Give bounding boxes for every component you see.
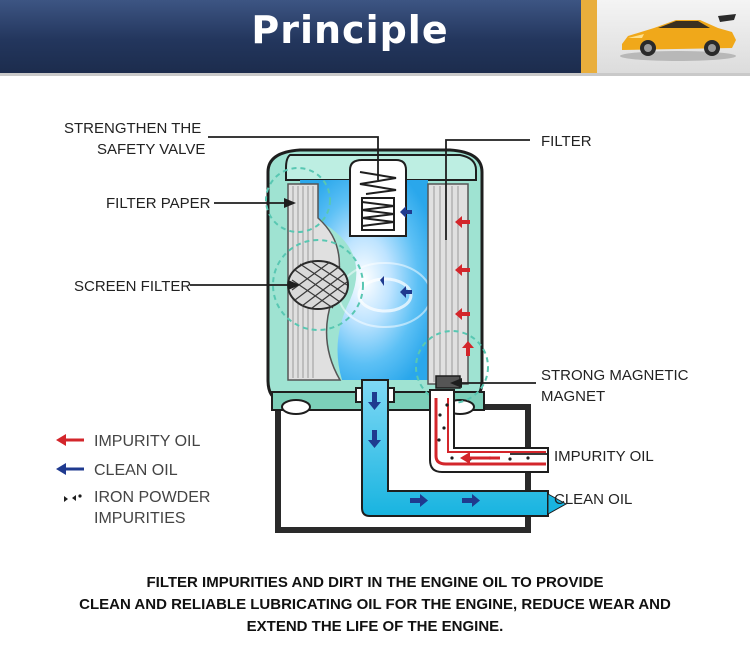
label-magnetic-2: MAGNET <box>541 388 605 405</box>
svg-text:CLEAN OIL: CLEAN OIL <box>94 462 178 479</box>
label-filter: FILTER <box>541 133 592 150</box>
label-clean-oil: CLEAN OIL <box>554 491 632 508</box>
header-banner: Principle <box>0 0 750 76</box>
label-screen-filter: SCREEN FILTER <box>74 278 191 295</box>
legend: IMPURITY OIL CLEAN OIL IRON POWDER IMPUR… <box>56 433 210 527</box>
filter-paper-right <box>427 183 469 385</box>
safety-valve <box>349 159 407 237</box>
impurity-oil-arrows <box>455 216 474 356</box>
screen-filter-mesh <box>287 260 349 310</box>
svg-text:IRON POWDER: IRON POWDER <box>94 489 210 506</box>
caption-line-2: CLEAN AND RELIABLE LUBRICATING OIL FOR T… <box>79 596 671 613</box>
leader-lines <box>190 136 548 455</box>
label-impurity-oil: IMPURITY OIL <box>554 448 654 465</box>
label-safety-valve-2: SAFETY VALVE <box>97 141 205 158</box>
clean-oil-pipe <box>361 379 549 517</box>
legend-iron-powder: IRON POWDER IMPURITIES <box>64 489 210 527</box>
clean-oil-arrows <box>368 206 480 507</box>
header-accent-stripe <box>581 0 601 73</box>
caption-line-3: EXTEND THE LIFE OF THE ENGINE. <box>246 618 504 635</box>
outlet-arrows <box>460 452 568 515</box>
caption-line-1: FILTER IMPURITIES AND DIRT IN THE ENGINE… <box>146 574 604 591</box>
legend-clean-oil: CLEAN OIL <box>56 462 178 479</box>
header-divider <box>0 73 750 76</box>
svg-text:IMPURITIES: IMPURITIES <box>94 510 186 527</box>
legend-impurity-oil: IMPURITY OIL <box>56 433 200 450</box>
svg-text:IMPURITY OIL: IMPURITY OIL <box>94 433 200 450</box>
label-filter-paper: FILTER PAPER <box>106 195 211 212</box>
label-magnetic-1: STRONG MAGNETIC <box>541 367 689 384</box>
sports-car-icon <box>620 14 736 61</box>
threads <box>355 387 395 403</box>
caption: FILTER IMPURITIES AND DIRT IN THE ENGINE… <box>0 572 750 638</box>
header-band <box>0 0 597 73</box>
oil-filter-diagram: STRENGTHEN THE SAFETY VALVE FILTER FILTE… <box>56 120 689 533</box>
page-title: Principle <box>251 8 449 52</box>
label-safety-valve-1: STRENGTHEN THE <box>64 120 201 137</box>
